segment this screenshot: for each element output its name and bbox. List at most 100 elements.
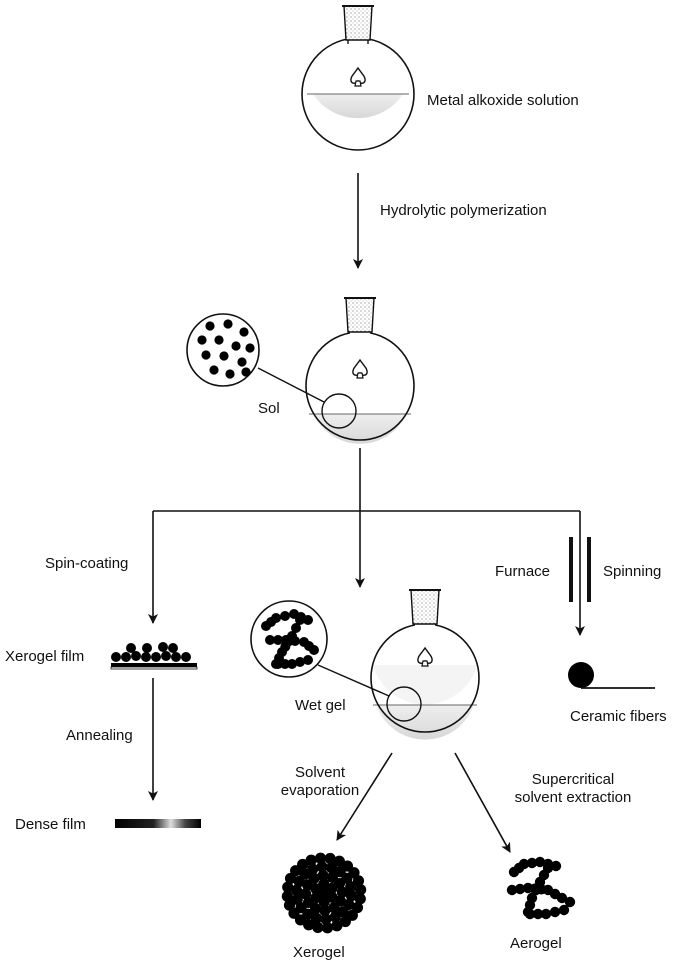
xerogel-particle [316, 861, 328, 873]
label-sol: Sol [258, 400, 280, 417]
flask-sol [305, 297, 415, 444]
xerogel-particle [314, 852, 327, 864]
xerogel-particle [337, 906, 349, 918]
xerogel-particle [324, 852, 336, 865]
film-particle [168, 643, 178, 653]
sol-particle [239, 327, 249, 337]
aerogel-particle-network [506, 856, 576, 920]
label-annealing: Annealing [66, 727, 133, 744]
xerogel-particle [281, 890, 293, 902]
sol-particle [245, 343, 255, 353]
film-particle [158, 642, 168, 652]
gel-particle [281, 635, 291, 645]
aerogel-particle [540, 908, 552, 920]
film-particle [141, 652, 151, 662]
aerogel-particle [556, 892, 568, 904]
film-particle [126, 643, 136, 653]
xerogel-particle [354, 893, 366, 905]
gel-particle [287, 659, 297, 669]
branch-connector [148, 448, 585, 636]
gel-particle [295, 615, 305, 625]
xerogel-particle [325, 862, 338, 874]
gel-particle [265, 635, 275, 645]
sol-particle [201, 350, 211, 360]
arrow-solvent-evaporation [336, 752, 393, 841]
xerogel-particle [303, 919, 315, 931]
xerogel-particle [312, 921, 324, 934]
xerogel-particle [345, 881, 357, 893]
furnace-icon [569, 537, 591, 602]
aerogel-particle [506, 884, 518, 896]
label-xerogel-film: Xerogel film [5, 648, 85, 665]
film-particle [161, 651, 171, 661]
aerogel-particle [524, 908, 536, 920]
xerogel-particle [297, 858, 309, 871]
ceramic-fiber-icon [568, 662, 655, 689]
xerogel-particle [331, 920, 343, 932]
sol-particle [219, 351, 229, 361]
gel-particle [295, 657, 305, 667]
gel-particle [290, 636, 300, 646]
stir-bar-icon [417, 646, 433, 667]
gel-particle [309, 645, 319, 655]
aerogel-particle [549, 906, 561, 918]
aerogel-particle [514, 883, 526, 895]
sol-particle [223, 319, 233, 329]
gel-particle [280, 659, 290, 669]
xerogel-particle [336, 886, 348, 898]
xerogel-particle [329, 911, 341, 923]
xerogel-particle [291, 893, 303, 905]
xerogel-film-icon [110, 642, 198, 670]
xerogel-particle [320, 913, 332, 925]
label-solvent-evaporation-line2: evaporation [280, 782, 360, 799]
stir-bar-icon [352, 358, 368, 379]
film-particle [111, 652, 121, 662]
xerogel-particle [339, 915, 351, 928]
xerogel-particle [355, 884, 367, 896]
aerogel-particle [550, 860, 562, 872]
label-solvent-evaporation-line1: Solvent [294, 764, 346, 781]
xerogel-particle [345, 890, 358, 902]
gel-particle [273, 659, 283, 669]
film-particle [121, 652, 131, 662]
gel-particle [291, 623, 301, 633]
label-furnace: Furnace [495, 563, 551, 580]
arrow-supercritical-extraction [454, 752, 511, 853]
xerogel-particle [300, 888, 312, 900]
film-particle [171, 652, 181, 662]
sol-particle [241, 367, 251, 377]
xerogel-particle [334, 895, 346, 907]
xerogel-particle [307, 863, 319, 875]
wet-gel-magnifier [250, 600, 422, 722]
aerogel-particle [532, 908, 544, 920]
film-particle [142, 643, 152, 653]
film-particle [181, 652, 191, 662]
label-supercritical-line2: solvent extraction [514, 789, 632, 806]
label-supercritical-line1: Supercritical [531, 771, 615, 788]
aerogel-particle [534, 856, 546, 868]
label-dense-film: Dense film [15, 816, 86, 833]
label-spinning: Spinning [603, 563, 662, 580]
flask-wet-gel [370, 589, 480, 740]
sol-particle [225, 369, 235, 379]
label-aerogel: Aerogel [510, 935, 562, 952]
xerogel-particle [333, 855, 345, 867]
sol-particles [197, 319, 255, 379]
aerogel-particle [558, 904, 570, 916]
xerogel-particle [308, 872, 320, 884]
gel-particle [303, 615, 313, 625]
xerogel-particle [282, 881, 294, 893]
xerogel-particle [321, 922, 334, 934]
sol-particle [205, 321, 215, 331]
aerogel-particle [518, 858, 530, 870]
aerogel-particle [564, 896, 576, 908]
sol-particle [214, 335, 224, 345]
xerogel-particle [317, 869, 329, 882]
label-supercritical-extraction: Supercritical solvent extraction [508, 771, 638, 807]
sol-particle [209, 365, 219, 375]
label-hydrolytic-polymerization: Hydrolytic polymerization [380, 202, 547, 219]
gel-particle [280, 611, 290, 621]
film-particle [151, 652, 161, 662]
label-metal-alkoxide-solution: Metal alkoxide solution [427, 92, 579, 109]
